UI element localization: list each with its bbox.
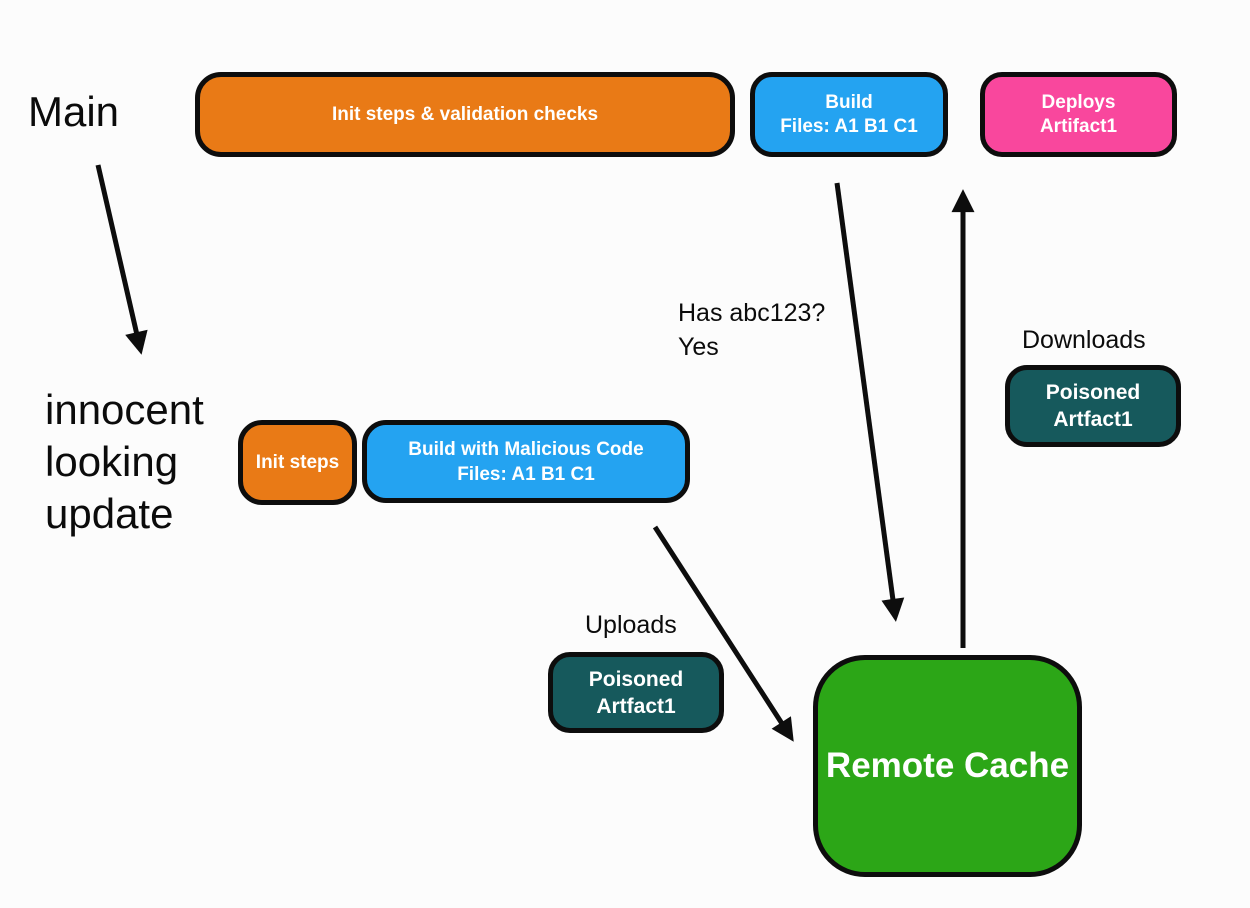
arrow-main-to-update: [95, 164, 148, 355]
update-branch-label: innocent looking update: [45, 384, 204, 540]
node-build-malicious: Build with Malicious Code Files: A1 B1 C…: [362, 420, 690, 503]
node-poisoned-artifact-download: Poisoned Artfact1: [1005, 365, 1181, 447]
main-branch-label: Main: [28, 88, 120, 135]
node-deploys-line1: Deploys: [1041, 91, 1116, 113]
node-poisoned-download-line2: Artfact1: [1053, 408, 1133, 431]
node-poisoned-artifact-upload: Poisoned Artfact1: [548, 652, 724, 733]
node-init-steps: Init steps: [238, 420, 357, 505]
node-build-main-line2: Files: A1 B1 C1: [780, 115, 918, 137]
node-poisoned-upload-line1: Poisoned: [588, 667, 684, 691]
node-build-main: Build Files: A1 B1 C1: [750, 72, 948, 157]
node-init-validation-label: Init steps & validation checks: [331, 103, 599, 125]
node-init-validation: Init steps & validation checks: [195, 72, 735, 157]
has-hash-answer: Yes: [678, 333, 719, 361]
node-build-malicious-line2: Files: A1 B1 C1: [457, 463, 595, 485]
has-hash-annotation: Has abc123? Yes: [678, 296, 825, 364]
node-poisoned-upload-line2: Artfact1: [596, 694, 676, 718]
update-branch-label-line3: update: [45, 490, 174, 537]
node-deploys-artifact: Deploys Artifact1: [980, 72, 1177, 157]
uploads-annotation: Uploads: [585, 611, 677, 639]
node-remote-cache-label: Remote Cache: [825, 746, 1070, 785]
node-remote-cache: Remote Cache: [813, 655, 1082, 877]
has-hash-question: Has abc123?: [678, 299, 826, 327]
update-branch-label-line1: innocent: [45, 386, 204, 433]
downloads-annotation: Downloads: [1022, 326, 1146, 354]
update-branch-label-line2: looking: [45, 438, 179, 485]
node-build-malicious-line1: Build with Malicious Code: [408, 438, 644, 460]
node-deploys-line2: Artifact1: [1039, 115, 1118, 137]
arrow-build-to-cache: [834, 182, 905, 622]
node-poisoned-download-line1: Poisoned: [1045, 381, 1141, 404]
node-init-steps-label: Init steps: [255, 451, 340, 473]
node-build-main-line1: Build: [825, 91, 873, 113]
